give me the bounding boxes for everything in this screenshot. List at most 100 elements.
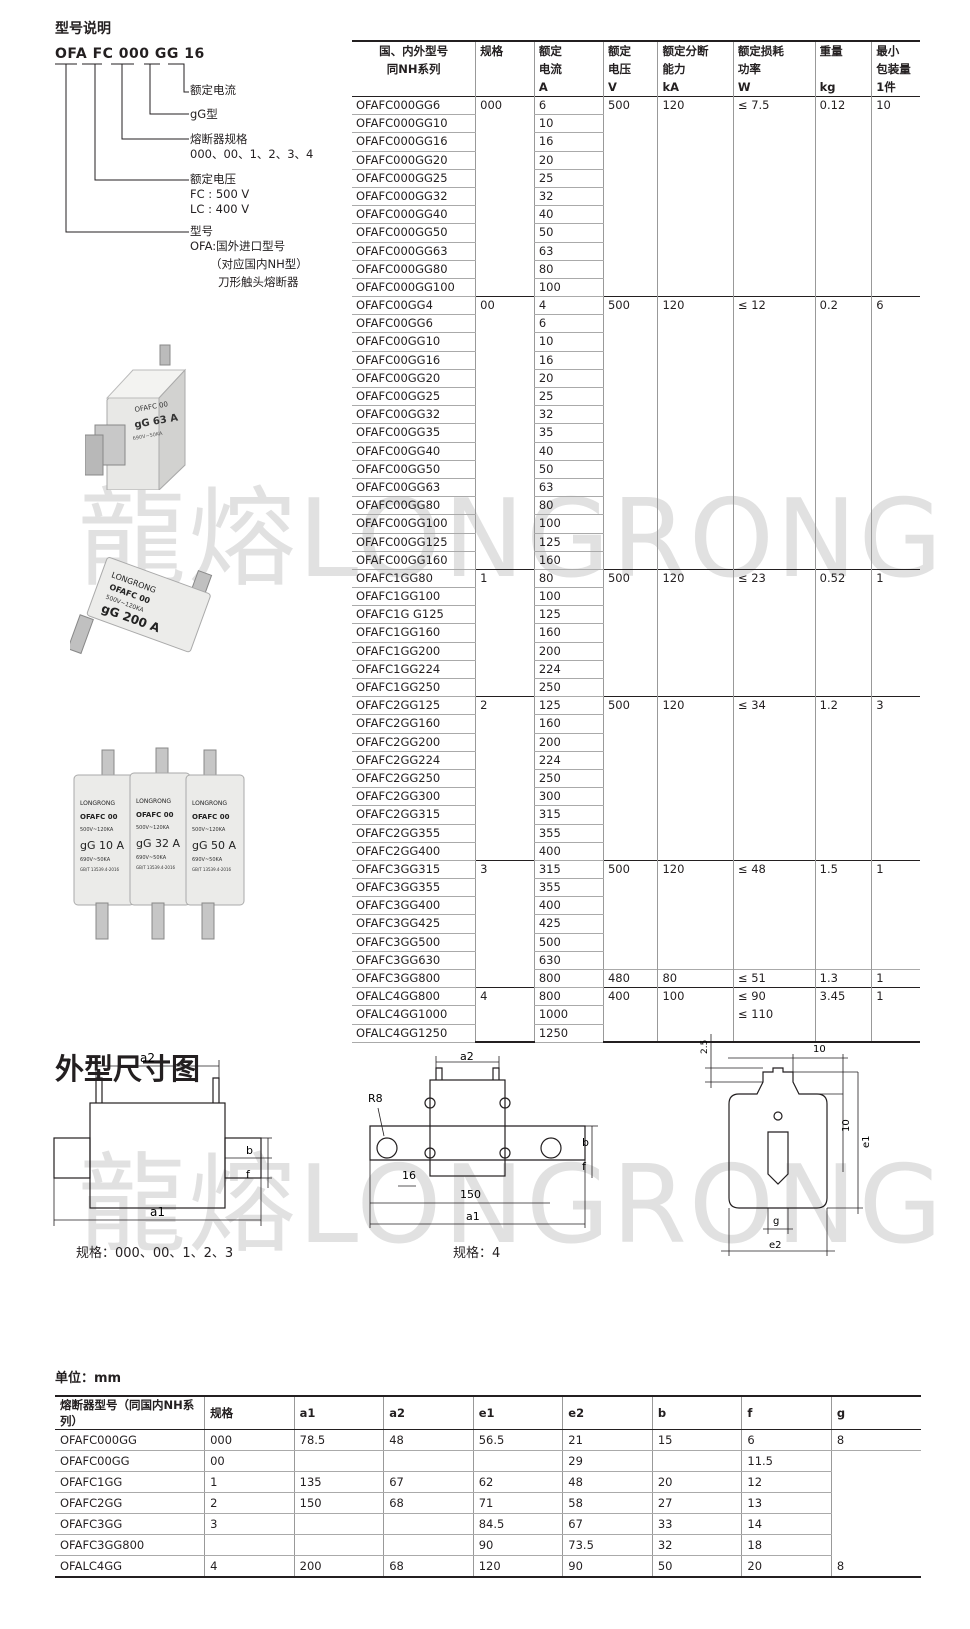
cell-loss bbox=[732, 423, 816, 443]
cell-breaking bbox=[657, 896, 734, 915]
cell-breaking bbox=[657, 387, 734, 406]
fuse-photo-size-00: LONGRONG OFAFC 00 500V~120KA gG 200 A bbox=[70, 557, 213, 655]
cell-current: 125 bbox=[533, 605, 604, 625]
cell-loss bbox=[732, 205, 816, 224]
dimension-table-cell bbox=[830, 1492, 921, 1514]
cell-size bbox=[475, 642, 535, 661]
dimension-table-cell: 1 bbox=[204, 1471, 295, 1493]
cell-voltage: 400 bbox=[602, 987, 658, 1006]
cell-breaking: 120 bbox=[657, 568, 734, 588]
cell-model: OFAFC1GG80 bbox=[352, 568, 476, 589]
cell-model: OFAFC3GG355 bbox=[352, 878, 476, 898]
cell-voltage bbox=[602, 423, 658, 443]
cell-breaking bbox=[657, 842, 734, 861]
cell-current: 315 bbox=[533, 805, 604, 825]
cell-weight bbox=[814, 478, 872, 497]
cell-model: OFAFC00GG160 bbox=[352, 551, 476, 570]
cell-voltage bbox=[602, 114, 658, 133]
cell-size bbox=[475, 278, 535, 297]
cell-current: 6 bbox=[533, 96, 604, 116]
cell-size bbox=[475, 260, 535, 279]
svg-text:10: 10 bbox=[841, 1119, 852, 1132]
svg-text:a1: a1 bbox=[150, 1205, 165, 1219]
cell-voltage bbox=[602, 496, 658, 515]
product-table-header-model: 国、内外型号同NH系列 bbox=[352, 41, 476, 97]
cell-voltage bbox=[602, 278, 658, 297]
fuse-photos-size-00-group: LONGRONG OFAFC 00 500V~120KA gG 10 A 690… bbox=[73, 747, 245, 940]
cell-voltage bbox=[602, 169, 658, 188]
cell-pack: 1 bbox=[871, 987, 920, 1006]
cell-weight bbox=[814, 187, 872, 206]
header-line: 规格 bbox=[480, 44, 504, 58]
cell-current: 1000 bbox=[533, 1005, 604, 1025]
cell-voltage: 500 bbox=[602, 96, 658, 115]
cell-breaking bbox=[657, 605, 734, 624]
cell-size bbox=[475, 533, 535, 552]
cell-voltage bbox=[602, 405, 658, 424]
cell-current: 80 bbox=[533, 568, 604, 589]
cell-pack bbox=[871, 805, 920, 824]
cell-model: OFAFC2GG224 bbox=[352, 751, 476, 770]
cell-current: 400 bbox=[533, 842, 604, 861]
cell-current: 100 bbox=[533, 587, 604, 607]
cell-loss bbox=[732, 387, 816, 406]
cell-size bbox=[475, 423, 535, 443]
dimension-table-cell: OFAFC2GG bbox=[55, 1492, 205, 1514]
cell-voltage bbox=[602, 369, 658, 388]
cell-voltage bbox=[602, 1024, 658, 1044]
cell-size bbox=[475, 405, 535, 424]
cell-weight: 3.45 bbox=[814, 987, 872, 1006]
cell-weight bbox=[814, 223, 872, 242]
cell-weight bbox=[814, 496, 872, 515]
cell-model: OFAFC00GG63 bbox=[352, 478, 476, 498]
cell-weight bbox=[814, 842, 872, 861]
model-code-example: OFA FC 000 GG 16 bbox=[55, 46, 205, 62]
cell-pack bbox=[871, 751, 920, 770]
cell-size bbox=[475, 514, 535, 533]
cell-breaking bbox=[657, 769, 734, 788]
svg-text:150: 150 bbox=[460, 1188, 481, 1201]
svg-text:LONGRONG: LONGRONG bbox=[136, 798, 171, 805]
cell-current: 250 bbox=[533, 678, 604, 698]
cell-pack bbox=[871, 260, 920, 279]
cell-weight bbox=[814, 369, 872, 388]
cell-model: OFAFC3GG800 bbox=[352, 969, 476, 989]
cell-breaking bbox=[657, 205, 734, 224]
cell-current: 425 bbox=[533, 914, 604, 934]
dimension-table-cell: 67 bbox=[562, 1513, 653, 1535]
label-model-line2: （对应国内NH型） bbox=[210, 257, 308, 271]
cell-loss bbox=[732, 805, 816, 824]
cell-weight bbox=[814, 423, 872, 443]
dimension-table-cell: 90 bbox=[562, 1555, 653, 1578]
cell-breaking bbox=[657, 1024, 734, 1044]
cell-voltage bbox=[602, 642, 658, 661]
dimension-table-cell: 73.5 bbox=[562, 1534, 653, 1556]
cell-size bbox=[475, 951, 535, 970]
cell-breaking: 100 bbox=[657, 987, 734, 1006]
dimension-table-cell: 6 bbox=[741, 1429, 832, 1451]
dimension-table-cell: 14 bbox=[741, 1513, 832, 1535]
cell-loss bbox=[732, 733, 816, 752]
cell-current: 125 bbox=[533, 533, 604, 552]
cell-voltage bbox=[602, 551, 658, 570]
cell-weight bbox=[814, 733, 872, 752]
cell-breaking bbox=[657, 460, 734, 479]
header-line: 包装量 bbox=[876, 62, 911, 76]
cell-loss bbox=[732, 623, 816, 643]
caption-size-000-3: 规格：000、00、1、2、3 bbox=[76, 1246, 234, 1261]
dimension-table-cell: 56.5 bbox=[472, 1429, 563, 1451]
